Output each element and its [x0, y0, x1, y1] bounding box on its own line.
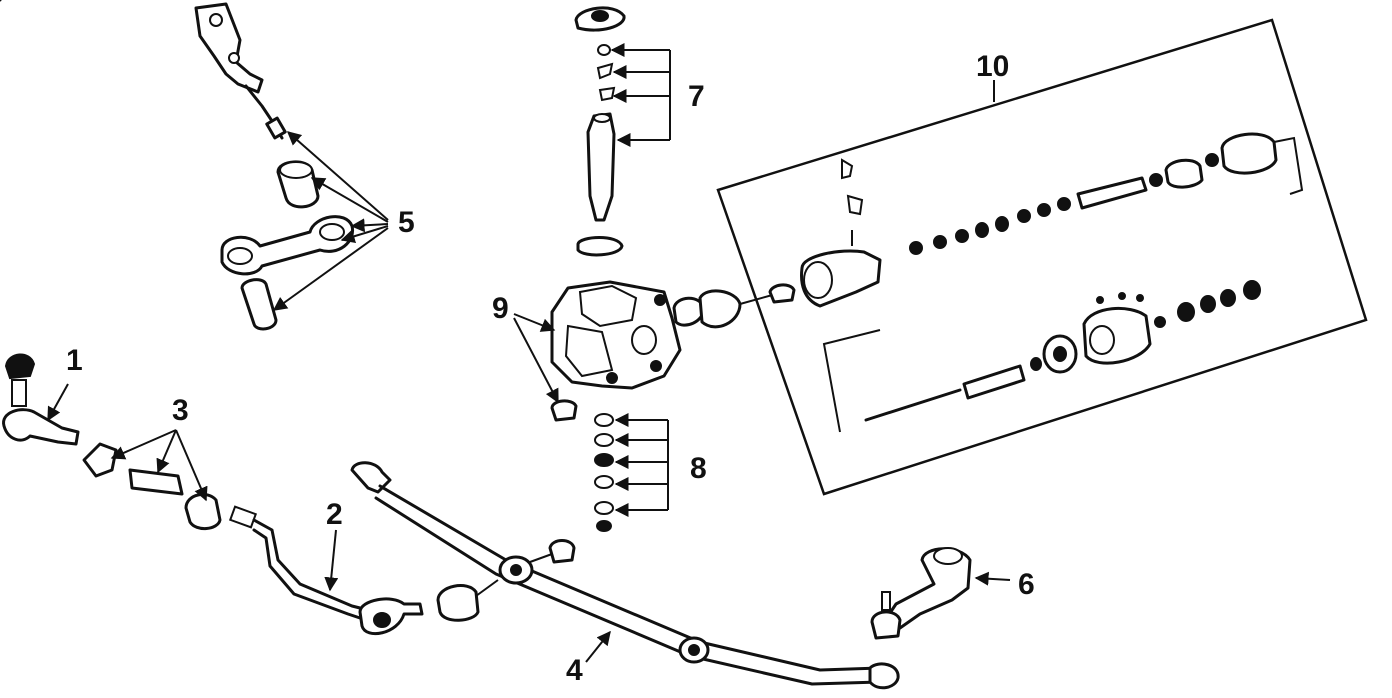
- callout-3: 3: [172, 394, 189, 427]
- idler-arm: [220, 215, 355, 276]
- center-link: [350, 461, 900, 690]
- callout-8: 8: [690, 452, 707, 485]
- callout-1: 1: [66, 344, 83, 377]
- steering-gear-housing: [0, 0, 777, 422]
- sector-shaft-group: [574, 6, 671, 257]
- callout-2: 2: [326, 498, 343, 531]
- item-5-leaders: [272, 131, 389, 311]
- callout-7: 7: [688, 80, 705, 113]
- adjusting-sleeve-group: [82, 429, 222, 530]
- pitman-arm: [870, 547, 1011, 640]
- callout-4: 4: [566, 654, 583, 687]
- idler-arm-group: [194, 2, 287, 140]
- idler-sleeve: [240, 278, 278, 331]
- tie-rod: [228, 505, 424, 636]
- callout-6: 6: [1018, 568, 1035, 601]
- callout-9: 9: [492, 292, 509, 325]
- seal-kit-stack: [594, 413, 669, 532]
- rebuild-kit-box: [716, 18, 1368, 496]
- callout-5: 5: [398, 206, 415, 239]
- tie-rod-end-left: [2, 353, 80, 446]
- idler-bushing: [276, 160, 320, 209]
- callout-10: 10: [976, 50, 1009, 83]
